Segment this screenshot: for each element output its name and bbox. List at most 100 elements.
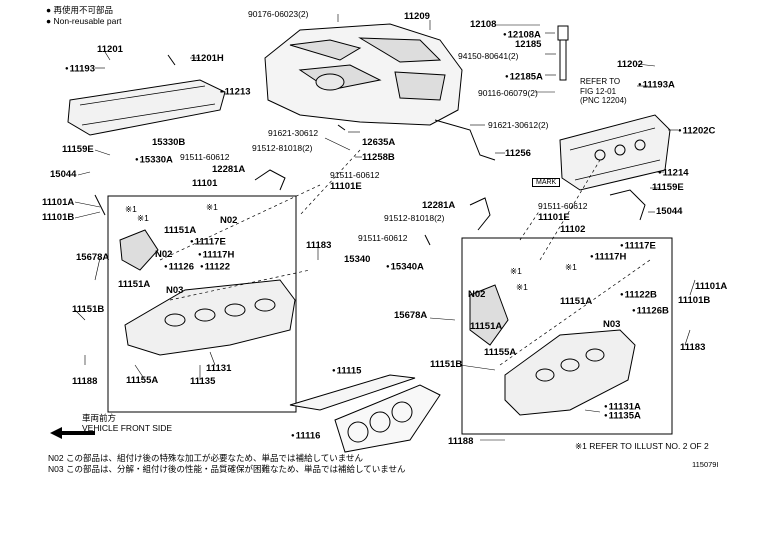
label-11258B: 11258B: [362, 152, 395, 163]
label-91511d: 91511-60612: [358, 233, 408, 243]
label-11155A-b: 11155A: [484, 347, 517, 358]
label-11117E-a: 11117E: [190, 237, 226, 248]
label-11135A: 11135A: [604, 411, 641, 422]
left-head-cover-shape: [67, 79, 226, 136]
label-15678A-b: 15678A: [394, 310, 428, 321]
label-11201: 11201: [97, 44, 123, 55]
mark-label: MARK: [532, 178, 561, 187]
label-11151B-b: 11151B: [430, 359, 463, 370]
label-12108A: 12108A: [503, 30, 541, 41]
star-4: ※1: [565, 262, 577, 272]
label-11151A-d: 11151A: [470, 321, 503, 332]
label-12185A: 12185A: [505, 72, 543, 83]
gasket-11115-shape: [289, 374, 416, 411]
label-11188-b: 11188: [448, 436, 474, 447]
label-N03-b: N03: [603, 319, 621, 330]
label-11151A-a: 11151A: [164, 225, 197, 236]
note-n02: N02 この部品は、組付け後の特殊な加工が必要なため、単品では補給していません: [48, 453, 363, 463]
front-arrow: [50, 427, 95, 439]
label-15340: 15340: [344, 254, 371, 265]
label-11122B: 11122B: [620, 290, 657, 301]
label-12635A: 12635A: [362, 137, 396, 148]
label-11214: 11214: [658, 168, 689, 179]
label-11117H-b: 11117H: [590, 252, 627, 263]
front-en: VEHICLE FRONT SIDE: [82, 423, 173, 433]
label-15330A: 15330A: [135, 155, 173, 166]
label-12281A-a: 12281A: [212, 164, 246, 175]
label-12108: 12108: [470, 19, 497, 30]
label-11101A-a: 11101A: [42, 197, 75, 208]
label-N03-a: N03: [166, 285, 184, 296]
label-11151B-a: 11151B: [72, 304, 105, 315]
label-11102: 11102: [560, 224, 586, 235]
star-1: ※1: [125, 204, 137, 214]
label-11202: 11202: [617, 59, 643, 70]
label-N02-a: N02: [220, 215, 238, 226]
label-11193: 11193: [65, 64, 95, 75]
label-12281A-b: 12281A: [422, 200, 456, 211]
label-91511a: 91511-60612: [180, 152, 230, 162]
left-cylinder-head-shape: [124, 279, 296, 356]
right-head-cover-shape: [559, 114, 671, 191]
label-15678A-a: 15678A: [76, 252, 110, 263]
label-94150: 94150-80641(2): [458, 51, 519, 61]
label-11115: 11115: [332, 366, 362, 377]
label-11101A-b: 11101A: [695, 281, 728, 292]
label-11183-b: 11183: [680, 342, 706, 353]
label-91512b: 91512-81018(2): [384, 213, 445, 223]
label-11202C: 11202C: [678, 126, 716, 137]
label-11101: 11101: [192, 178, 218, 189]
label-11101E-b: 11101E: [538, 212, 570, 223]
label-90116: 90116-06079(2): [478, 88, 538, 98]
label-15044b: 15044: [656, 206, 683, 217]
label-11193A: 11193A: [638, 80, 675, 91]
label-11126: 11126: [164, 262, 194, 273]
label-11122: 11122: [200, 262, 230, 273]
label-11116: 11116: [291, 431, 321, 442]
label-11201H: 11201H: [191, 53, 224, 64]
label-11131A: 11131A: [604, 402, 641, 413]
label-N02-c: N02: [468, 289, 486, 300]
label-11135-a: 11135: [190, 376, 216, 387]
label-11101B-a: 11101B: [42, 212, 75, 223]
label-11131-a: 11131: [206, 363, 232, 374]
label-91621a: 91621-30612: [268, 128, 319, 138]
front-jp: 車両前方: [82, 413, 117, 423]
note-n03: N03 この部品は、分解・組付け後の性能・品質確保が困難なため、単品では補給して…: [48, 464, 406, 474]
label-11151A-c: 11151A: [560, 296, 593, 307]
label-12185: 12185: [515, 39, 542, 50]
refer-illust-note: ※1 REFER TO ILLUST NO. 2 OF 2: [575, 441, 709, 451]
label-11256: 11256: [505, 148, 531, 159]
label-11209: 11209: [404, 11, 430, 22]
label-11126B: 11126B: [632, 306, 669, 317]
right-head-box: [461, 237, 673, 435]
left-head-box: [107, 195, 297, 413]
legend-reusable: ● 再使用不可部品: [46, 5, 113, 15]
label-11117H-a: 11117H: [198, 250, 235, 261]
label-15330B: 15330B: [152, 137, 186, 148]
head-gasket-shape: [334, 384, 441, 453]
refer-note-box: REFER TO FIG 12-01 (PNC 12204): [580, 77, 627, 106]
label-91511c: 91511-60612: [538, 201, 588, 211]
label-11117E-b: 11117E: [620, 241, 656, 252]
label-11159E-b: 11159E: [652, 182, 684, 193]
refer-line2: FIG 12-01: [580, 86, 617, 96]
label-11101E-a: 11101E: [330, 181, 362, 192]
label-90176: 90176-06023(2): [248, 9, 309, 19]
legend-non-reusable: ● Non-reusable part: [46, 16, 122, 26]
star-5: ※1: [510, 266, 522, 276]
label-11151A-b: 11151A: [118, 279, 151, 290]
star-2: ※1: [137, 213, 149, 223]
label-91621b: 91621-30612(2): [488, 120, 549, 130]
star-3: ※1: [206, 202, 218, 212]
label-N02-b: N02: [155, 249, 173, 260]
label-11101B-b: 11101B: [678, 295, 711, 306]
figure-id: 115079I: [692, 460, 719, 469]
label-11155A-a: 11155A: [126, 375, 159, 386]
refer-line1: REFER TO: [580, 77, 621, 86]
label-11188-a: 11188: [72, 376, 98, 387]
label-15340A: 15340A: [386, 262, 424, 273]
refer-line3: (PNC 12204): [580, 96, 627, 105]
